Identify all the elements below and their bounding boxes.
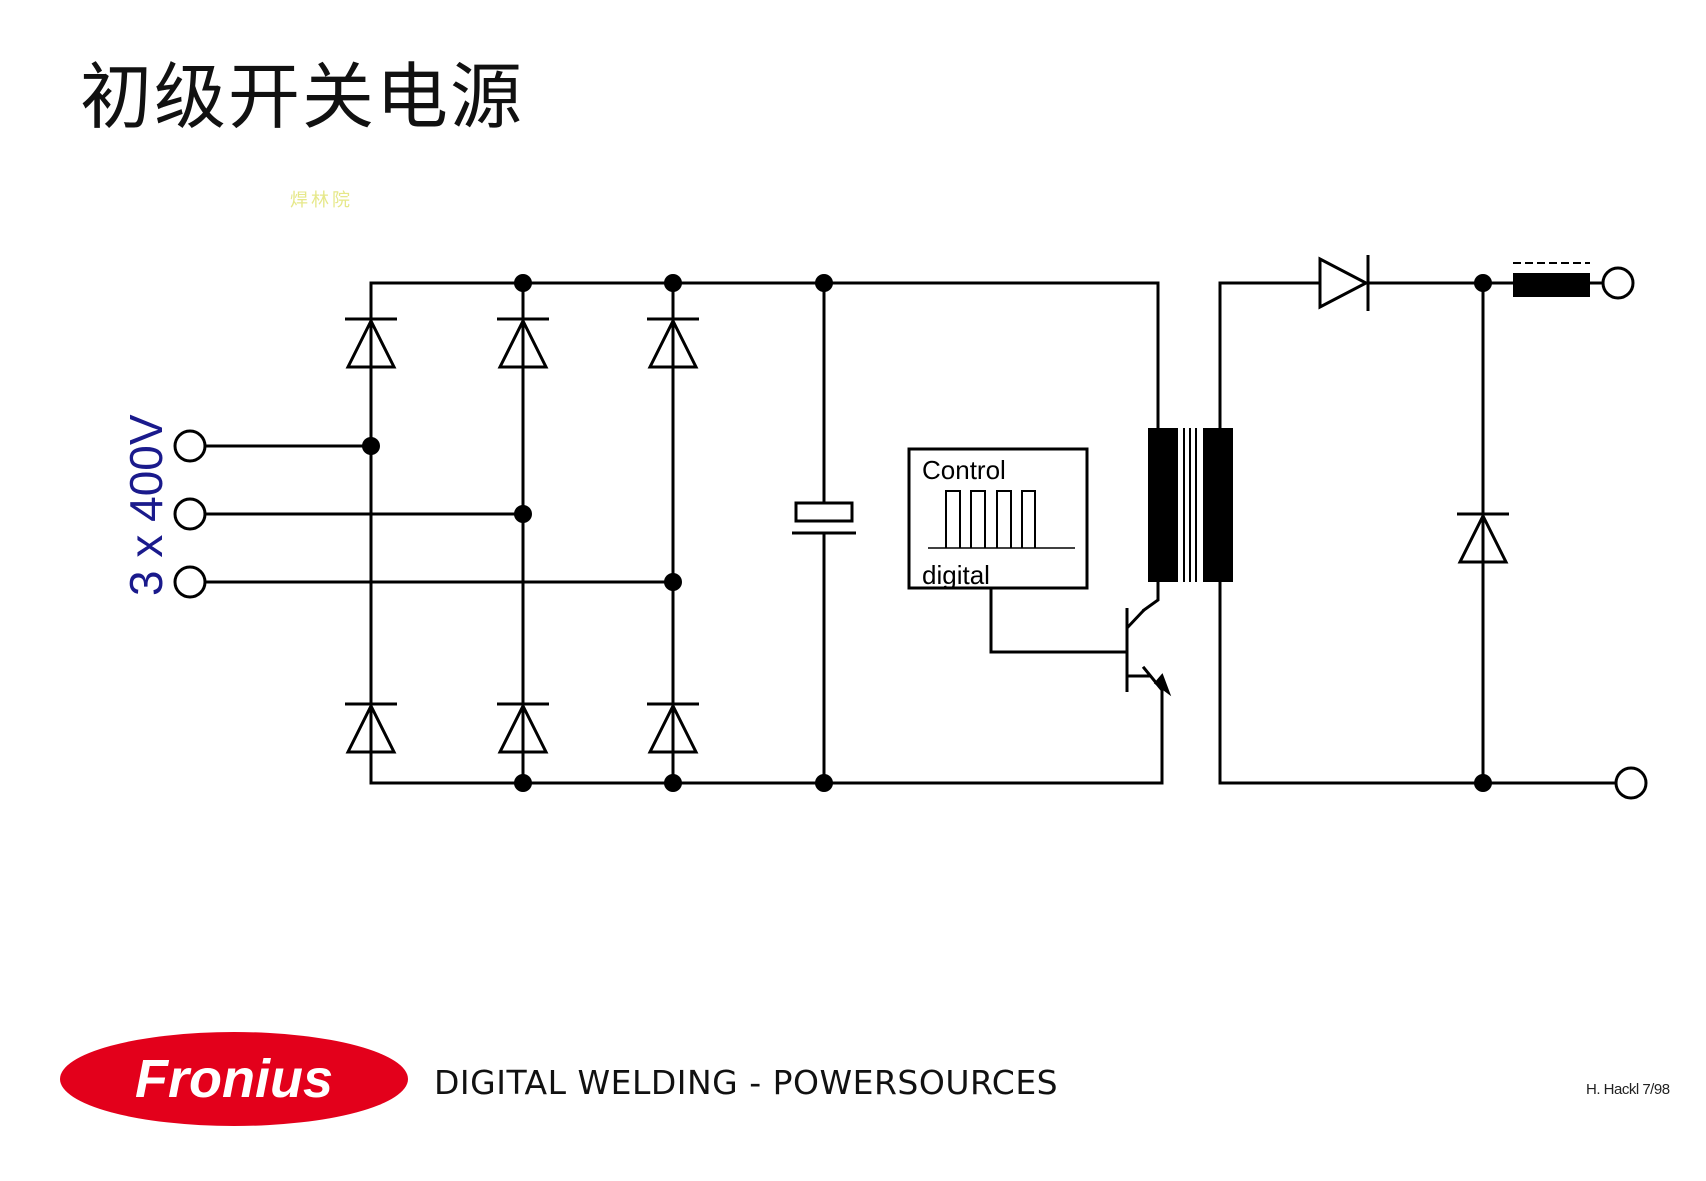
junction-dot [514,274,532,292]
input-terminal-1 [173,429,207,463]
control-subtitle: digital [922,560,990,590]
output-inductor [1513,262,1590,297]
top-rail [369,281,1160,430]
output-diode [1318,255,1370,311]
footer-caption: DIGITAL WELDING - POWERSOURCES [434,1063,1059,1102]
control-box: Control digital [907,447,1089,590]
junction-dot [664,274,682,292]
dc-link-capacitor [792,501,856,535]
secondary-top-rail [1218,281,1322,430]
switching-transistor [1125,608,1172,697]
page-reference: H. Hackl 7/98 [1586,1081,1670,1098]
output-terminal-negative [1614,766,1648,800]
bridge-diode-lower-1 [345,702,397,754]
control-to-base [989,586,1129,654]
freewheel-diode [1457,512,1509,564]
logo-wordmark: Fronius [135,1049,333,1109]
bridge-diode-upper-1 [345,317,397,369]
input-terminal-3 [173,565,207,599]
pwm-waveform [945,490,1036,548]
bridge-diode-upper-2 [497,317,549,369]
junction-dot [664,774,682,792]
transformer [1148,428,1233,582]
secondary-bottom-rail [1218,580,1620,785]
junction-dot [815,274,833,292]
bridge-diode-lower-3 [647,702,699,754]
junction-dot [664,573,682,591]
slide-title: 初级开关电源 [80,55,525,139]
watermark: 焊林院 [290,190,353,211]
output-terminal-positive [1601,266,1635,300]
junction-dot [514,505,532,523]
input-terminal-2 [173,497,207,531]
junction-dot [362,437,380,455]
junction-dot [514,774,532,792]
junction-dot [1474,774,1492,792]
fronius-logo: Fronius [60,1032,408,1126]
control-title: Control [922,455,1006,485]
bridge-diode-lower-2 [497,702,549,754]
junction-dot [1474,274,1492,292]
primary-to-collector [1141,580,1160,613]
bridge-diode-upper-3 [647,317,699,369]
input-voltage-label: 3 x 400V [120,414,172,596]
junction-dot [815,774,833,792]
